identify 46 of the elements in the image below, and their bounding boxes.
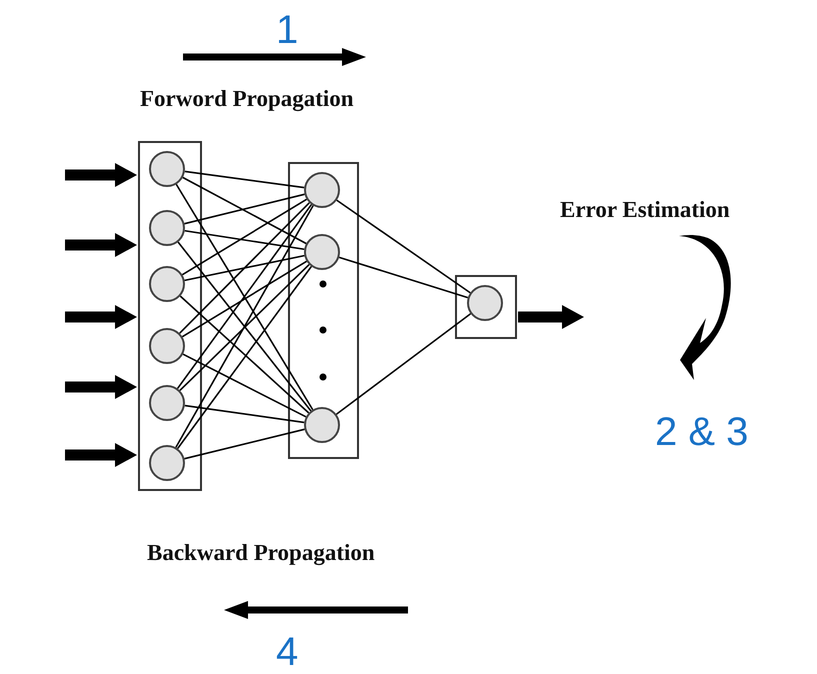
neuron-circle [304, 172, 340, 208]
step-number: 1 [276, 8, 298, 53]
neuron-circle [149, 151, 185, 187]
connection-line [184, 428, 305, 460]
connection-line [336, 200, 471, 294]
connection-line [338, 256, 468, 298]
connection-line [182, 353, 306, 418]
connection-line [184, 194, 305, 224]
neuron-circle [149, 266, 185, 302]
arrow [65, 233, 137, 257]
connection-line [336, 313, 472, 415]
connection-line [182, 260, 308, 338]
arrow [65, 305, 137, 329]
stage-label: Forword Propagation [140, 86, 354, 112]
neuron-circle [149, 445, 185, 481]
connection-line [177, 266, 312, 449]
neuron-circle [149, 210, 185, 246]
arrow [65, 443, 137, 467]
layer-box [455, 275, 517, 339]
connection-line [184, 230, 304, 250]
connection-line [176, 184, 314, 410]
stage-label: Error Estimation [560, 197, 730, 223]
neuron-circle [304, 407, 340, 443]
arrow [65, 375, 137, 399]
neuron-circle [467, 285, 503, 321]
layer-box [138, 141, 202, 491]
connection-line [184, 170, 304, 188]
neuron-circle [149, 385, 185, 421]
neuron-circle [149, 328, 185, 364]
arrow [518, 305, 584, 329]
connection-line [175, 205, 314, 448]
connection-line [179, 264, 310, 392]
connection-line [182, 198, 308, 276]
connection-line [184, 254, 305, 282]
step-number: 2 & 3 [655, 410, 748, 455]
connection-line [184, 404, 304, 424]
stage-label: Backward Propagation [147, 540, 375, 566]
connection-line [180, 296, 310, 414]
layer-box [288, 162, 359, 459]
arrow [65, 163, 137, 187]
neuron-circle [304, 234, 340, 270]
connection-line [176, 204, 312, 389]
connection-line [182, 176, 306, 244]
connection-line [178, 242, 312, 412]
connection-line [179, 202, 310, 334]
step-number: 4 [276, 630, 298, 674]
